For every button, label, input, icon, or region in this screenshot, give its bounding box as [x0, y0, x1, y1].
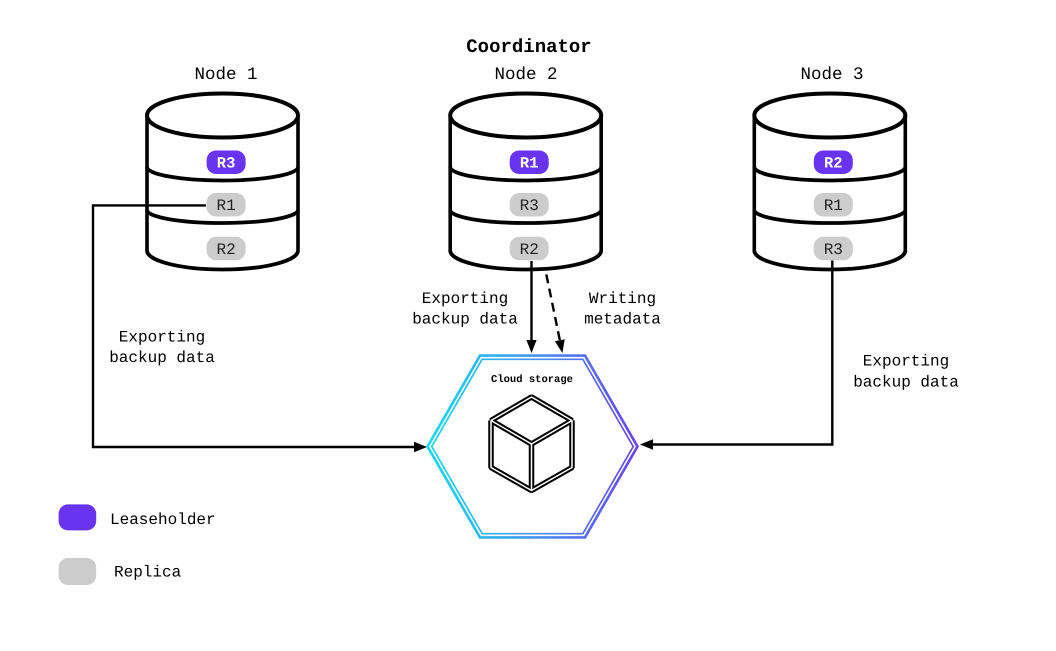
svg-text:R3: R3	[520, 197, 539, 215]
svg-text:R1: R1	[520, 155, 539, 173]
svg-text:backup data: backup data	[853, 373, 959, 391]
svg-text:Exporting: Exporting	[119, 329, 205, 347]
svg-text:Replica: Replica	[114, 564, 182, 582]
svg-text:Cloud storage: Cloud storage	[491, 374, 573, 386]
svg-text:R2: R2	[824, 155, 843, 173]
svg-text:Exporting: Exporting	[422, 290, 508, 308]
svg-text:Writing: Writing	[589, 290, 656, 308]
svg-text:Leaseholder: Leaseholder	[110, 511, 216, 529]
svg-text:Node 3: Node 3	[800, 65, 863, 85]
svg-text:R2: R2	[216, 241, 235, 259]
svg-text:R1: R1	[824, 197, 843, 215]
svg-text:R2: R2	[520, 241, 539, 259]
svg-text:R3: R3	[824, 241, 843, 259]
svg-text:backup data: backup data	[412, 311, 518, 329]
svg-text:Node 1: Node 1	[194, 65, 257, 85]
svg-text:R3: R3	[217, 155, 236, 173]
svg-text:Node 2: Node 2	[494, 65, 557, 85]
svg-text:R1: R1	[216, 197, 235, 215]
svg-text:backup data: backup data	[109, 349, 215, 367]
svg-text:metadata: metadata	[584, 311, 661, 329]
svg-text:Coordinator: Coordinator	[466, 36, 591, 58]
svg-text:Exporting: Exporting	[863, 353, 949, 371]
